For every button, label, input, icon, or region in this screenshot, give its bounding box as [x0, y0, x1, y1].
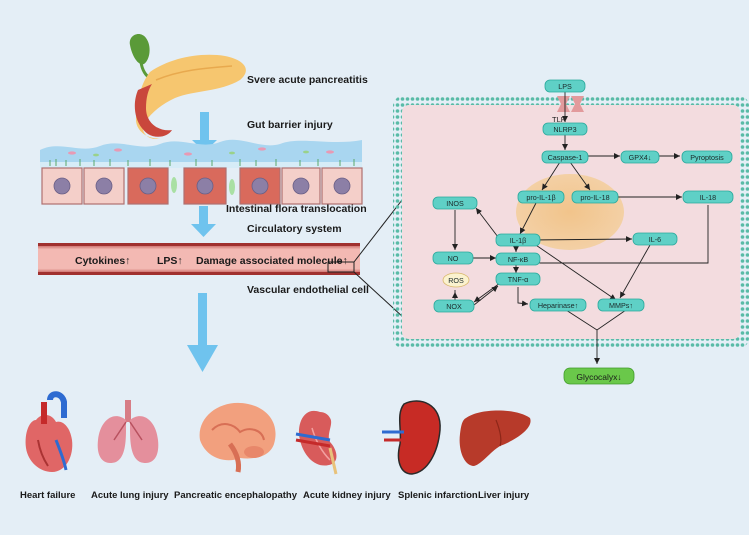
gut-barrier-icon — [40, 139, 363, 205]
svg-text:Caspase-1: Caspase-1 — [548, 153, 583, 162]
node-pyroptosis: Pyroptosis — [681, 150, 733, 164]
pancreas-icon — [129, 34, 246, 139]
svg-text:IL-1β: IL-1β — [510, 236, 527, 245]
node-gpx4: GPX4↓ — [620, 150, 660, 164]
gut-barrier-label: Gut barrier injury — [247, 119, 333, 131]
node-il6: IL-6 — [632, 232, 678, 246]
vessel-item-lps: LPS↑ — [157, 255, 183, 267]
svg-text:NOX: NOX — [446, 302, 462, 311]
svg-text:GPX4↓: GPX4↓ — [629, 153, 652, 162]
node-inos: INOS — [432, 196, 478, 210]
vessel-item-damage: Damage associated molecule↑ — [196, 255, 348, 267]
heart-icon — [25, 391, 73, 472]
circulatory-label: Circulatory system — [247, 223, 342, 235]
spleen-icon — [382, 400, 441, 475]
endothelial-label: Vascular endothelial cell — [247, 284, 369, 296]
vessel-item-cytokines: Cytokines↑ — [75, 255, 130, 267]
node-il1b: IL-1β — [495, 233, 541, 247]
tlr-receptor-icon — [557, 96, 584, 112]
node-pro-il1b: pro-IL-1β — [517, 190, 565, 204]
flow-arrow-3 — [187, 293, 218, 372]
blood-vessel-icon — [38, 243, 360, 275]
liver-icon — [459, 410, 531, 466]
node-heparinase: Heparinase↑ — [529, 298, 587, 312]
node-caspase1: Caspase-1 — [541, 150, 589, 164]
flora-label: Intestinal flora translocation — [226, 203, 367, 215]
svg-text:ROS: ROS — [448, 276, 464, 285]
organ-label-4: Splenic infarction — [398, 490, 478, 501]
node-nlrp3: NLRP3 — [542, 122, 588, 136]
node-no: NO — [432, 251, 474, 265]
tlr-label: TLR — [552, 115, 567, 124]
organ-label-1: Acute lung injury — [91, 490, 169, 501]
flow-arrow-2 — [191, 206, 216, 237]
svg-text:MMPs↑: MMPs↑ — [609, 301, 633, 310]
node-ros: ROS — [442, 272, 470, 288]
node-nox: NOX — [433, 299, 475, 313]
svg-text:IL-18: IL-18 — [700, 193, 716, 202]
lungs-icon — [97, 400, 159, 464]
svg-text:Heparinase↑: Heparinase↑ — [538, 301, 578, 310]
svg-text:Glycocalyx↓: Glycocalyx↓ — [576, 372, 621, 382]
svg-text:pro-IL-18: pro-IL-18 — [580, 193, 609, 202]
node-nfkb: NF-κB — [495, 252, 541, 266]
pancreatitis-label: Svere acute pancreatitis — [247, 74, 368, 86]
organ-label-2: Pancreatic encephalopathy — [174, 490, 298, 501]
node-mmps: MMPs↑ — [597, 298, 645, 312]
glycocalyx-outcome: Glycocalyx↓ — [563, 367, 635, 385]
node-tnfa: TNF-α — [495, 272, 541, 286]
svg-text:INOS: INOS — [446, 199, 464, 208]
node-il18: IL-18 — [682, 190, 734, 204]
node-pro-il18: pro-IL-18 — [571, 190, 619, 204]
svg-text:LPS: LPS — [558, 82, 572, 91]
organ-label-0: Heart failure — [20, 490, 75, 501]
svg-text:NF-κB: NF-κB — [508, 255, 529, 264]
svg-text:NLRP3: NLRP3 — [553, 125, 576, 134]
svg-text:IL-6: IL-6 — [649, 235, 661, 244]
brain-icon — [199, 402, 276, 473]
organ-label-3: Acute kidney injury — [303, 490, 391, 501]
node-lps: LPS — [544, 79, 586, 93]
organ-label-5: Liver injury — [478, 490, 530, 501]
svg-text:NO: NO — [448, 254, 459, 263]
svg-text:TNF-α: TNF-α — [508, 275, 529, 284]
kidney-icon — [295, 410, 338, 475]
svg-text:pro-IL-1β: pro-IL-1β — [526, 193, 555, 202]
svg-text:Pyroptosis: Pyroptosis — [690, 153, 724, 162]
